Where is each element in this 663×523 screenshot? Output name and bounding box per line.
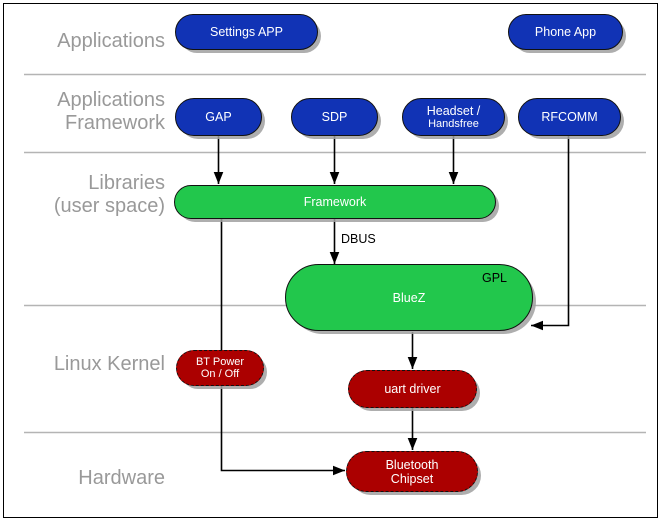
node-gap-label: GAP <box>205 110 232 124</box>
node-uart-driver[interactable]: uart driver <box>348 370 477 408</box>
node-headset-handsfree-label-line1: Headset / <box>426 104 481 118</box>
node-gap[interactable]: GAP <box>175 98 262 136</box>
node-sdp-label: SDP <box>321 110 348 124</box>
node-settings-app-label: Settings APP <box>210 25 283 39</box>
node-bluetooth-chipset-label-line1: Bluetooth <box>385 457 439 472</box>
layer-label-linux-kernel: Linux Kernel <box>53 353 165 375</box>
node-bt-power-label-line1: BT Power <box>195 356 245 368</box>
node-bt-power-label-line2: On / Off <box>200 368 240 380</box>
node-bluez-label: BlueZ <box>392 290 426 305</box>
node-bluez-gpl-badge: GPL <box>482 271 508 285</box>
node-bluetooth-chipset-label-line2: Chipset <box>390 471 434 486</box>
layer-label-libraries: Libraries (user space) <box>53 172 165 217</box>
node-headset-handsfree-label-line2: Handsfree <box>428 118 479 130</box>
diagram-border <box>3 3 658 518</box>
layer-label-hardware: Hardware <box>78 467 165 489</box>
node-bt-power[interactable]: BT Power On / Off <box>176 350 264 386</box>
node-rfcomm[interactable]: RFCOMM <box>518 98 621 136</box>
node-phone-app-label: Phone App <box>534 25 597 39</box>
node-uart-driver-label: uart driver <box>384 382 441 396</box>
node-rfcomm-label: RFCOMM <box>541 110 598 124</box>
node-framework[interactable]: Framework <box>174 185 496 219</box>
node-framework-label: Framework <box>303 195 367 209</box>
node-phone-app[interactable]: Phone App <box>508 14 623 50</box>
node-sdp[interactable]: SDP <box>291 98 378 136</box>
node-settings-app[interactable]: Settings APP <box>175 14 318 50</box>
node-bluez[interactable]: BlueZ <box>285 264 533 331</box>
layer-label-applications-framework: Applications Framework <box>57 89 165 134</box>
wire-label-dbus: DBUS <box>341 232 376 246</box>
layer-label-applications: Applications <box>57 30 165 52</box>
node-bluetooth-chipset[interactable]: Bluetooth Chipset <box>346 451 478 492</box>
node-headset-handsfree[interactable]: Headset / Handsfree <box>402 98 505 136</box>
